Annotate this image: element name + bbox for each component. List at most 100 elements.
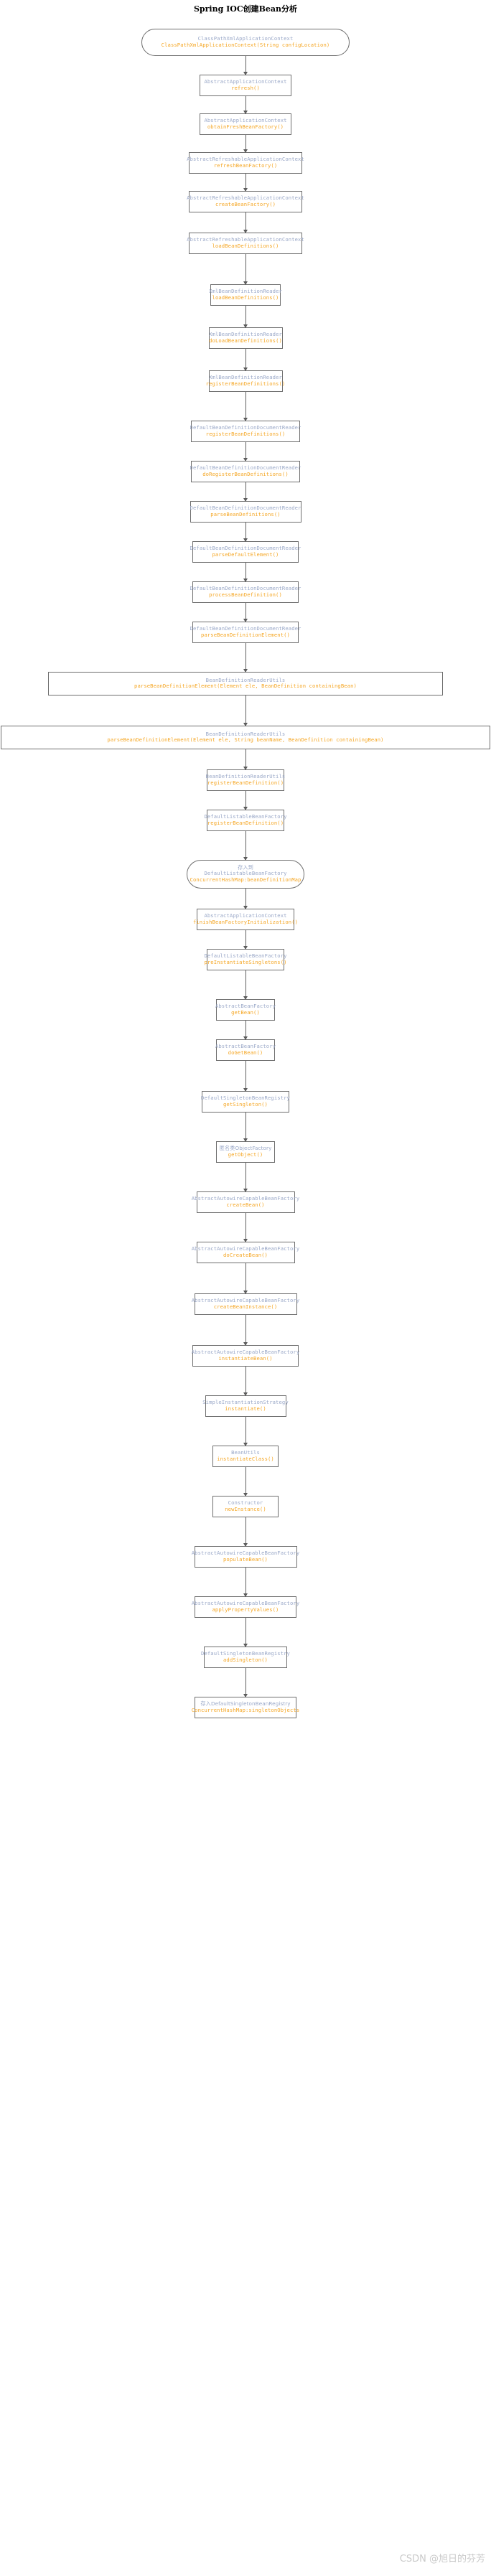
flow-node-method: createBean() [226, 1201, 265, 1208]
flow-node-method: registerBeanDefinitions() [205, 430, 286, 437]
flow-node-class: DefaultListableBeanFactory [204, 952, 287, 960]
flow-node-class: AbstractAutowireCapableBeanFactory [191, 1600, 300, 1607]
flow-node-class: DefaultBeanDefinitionDocumentReader [190, 625, 301, 632]
flow-node-class: AbstractRefreshableApplicationContext [187, 236, 304, 243]
flow-node-class: ClassPathXmlApplicationContext [197, 35, 294, 42]
flow-node-class: AbstractApplicationContext [204, 912, 287, 919]
flow-node-class: AbstractAutowireCapableBeanFactory [191, 1195, 300, 1202]
flow-node-method: registerBeanDefinitions() [205, 380, 286, 387]
flow-node-class: BeanDefinitionReaderUtils [205, 676, 286, 683]
flow-node-method: instantiateClass() [217, 1455, 274, 1462]
flow-node-class: AbstractAutowireCapableBeanFactory [191, 1245, 300, 1252]
flow-node-method: processBeanDefinition() [209, 591, 282, 598]
flow-node-method: preInstantiateSingletons() [204, 958, 287, 965]
flow-node-method: instantiateBean() [218, 1354, 273, 1362]
flow-node-class: BeanDefinitionReaderUtils [205, 730, 286, 737]
flow-node-method: parseBeanDefinitions() [210, 510, 281, 517]
flow-node-class: AbstractAutowireCapableBeanFactory [191, 1550, 300, 1557]
flow-node-class: DefaultBeanDefinitionDocumentReader [190, 585, 301, 592]
flow-node-class: DefaultBeanDefinitionDocumentReader [190, 424, 301, 431]
flow-node-method: newInstance() [225, 1505, 266, 1512]
flow-node-method: parseBeanDefinitionElement() [201, 631, 290, 638]
flow-node-method: applyPropertyValues() [212, 1606, 279, 1613]
flow-node-class: BeanDefinitionReaderUtils [205, 773, 286, 780]
flow-node-note: 存入到 [238, 863, 253, 871]
flow-node-class: Constructor [228, 1499, 263, 1507]
flow-node-method: createBeanInstance() [213, 1303, 278, 1310]
flow-node-method: createBeanFactory() [215, 200, 276, 207]
flow-node-method: parseDefaultElement() [212, 551, 279, 558]
flow-node-class: 存入DefaultSingletonBeanRegistry [200, 1700, 291, 1708]
flow-node-class: AbstractAutowireCapableBeanFactory [191, 1349, 300, 1356]
flow-node-method: parseBeanDefinitionElement(Element ele, … [134, 683, 357, 689]
flow-node-method: getSingleton() [223, 1100, 268, 1107]
flow-node-method: finishBeanFactoryInitialization() [192, 918, 299, 925]
flow-node-class: DefaultSingletonBeanRegistry [201, 1650, 290, 1657]
flow-node-class: XmlBeanDefinitionReader [209, 288, 282, 295]
flow-node-method: doCreateBean() [223, 1251, 268, 1258]
flow-node-method: loadBeanDefinitions() [212, 242, 279, 249]
flow-node-class: XmlBeanDefinitionReader [209, 374, 282, 381]
flow-node-method: populateBean() [223, 1555, 268, 1563]
flow-node-method: ClassPathXmlApplicationContext(String co… [161, 41, 330, 48]
flow-node-method: getBean() [231, 1008, 260, 1016]
flow-node-class: DefaultSingletonBeanRegistry [201, 1095, 290, 1102]
flow-node-method: ConcurrentHashMap:singletonObjects [191, 1706, 300, 1713]
flow-node-class: DefaultBeanDefinitionDocumentReader [190, 464, 301, 472]
flow-node-class: DefaultListableBeanFactory [204, 870, 287, 877]
flow-node-class: DefaultListableBeanFactory [204, 813, 287, 820]
watermark-label: CSDN @旭日的芬芳 [399, 2554, 485, 2565]
flow-node-class: DefaultBeanDefinitionDocumentReader [190, 505, 301, 512]
flow-node-class: XmlBeanDefinitionReader [209, 331, 282, 338]
flow-node-method: registerBeanDefinition() [207, 819, 284, 826]
flow-node-method: getObject() [228, 1151, 263, 1158]
flow-node-class: AbstractRefreshableApplicationContext [187, 156, 304, 163]
flow-node-method: doRegisterBeanDefinitions() [202, 470, 289, 477]
flow-node-method: parseBeanDefinitionElement(Element ele, … [107, 736, 384, 743]
flow-node-method: obtainFreshBeanFactory() [207, 123, 284, 130]
flow-node-method: refreshBeanFactory() [213, 161, 278, 169]
flow-node-method: addSingleton() [223, 1656, 268, 1663]
flow-node-method: doLoadBeanDefinitions() [209, 337, 282, 344]
flow-node-class: DefaultBeanDefinitionDocumentReader [190, 545, 301, 552]
flow-node-method: doGetBean() [228, 1049, 263, 1056]
flow-node-class: AbstractRefreshableApplicationContext [187, 195, 304, 202]
